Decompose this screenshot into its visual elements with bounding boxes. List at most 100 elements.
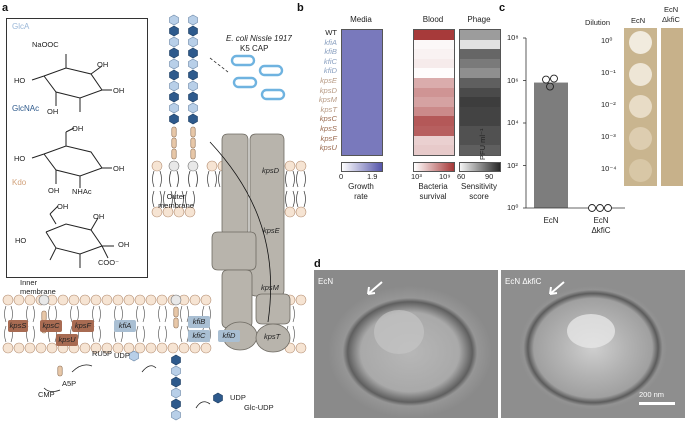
scale-bar xyxy=(639,402,675,405)
em-image-ecn xyxy=(314,270,498,418)
heatmap-cell xyxy=(414,145,454,155)
heatmap-column xyxy=(341,29,383,156)
heatmap-colorbar-tick: 60 xyxy=(457,171,466,181)
heatmap-cell xyxy=(342,49,382,59)
heatmap-cell xyxy=(414,87,454,98)
heatmap-row-label: kfiB xyxy=(324,47,337,57)
glca-label: GlcA xyxy=(12,22,30,31)
heatmap-column-title: Media xyxy=(350,15,372,24)
heatmap-cell xyxy=(460,58,500,69)
plate-ecn-label: EcN xyxy=(631,16,646,25)
pfu-bar-label: EcN xyxy=(593,216,609,225)
heatmap-cell xyxy=(460,97,500,107)
strain-title-line2: K5 CAP xyxy=(240,44,269,53)
heatmap-colorbar xyxy=(341,161,383,172)
chem-oh-3: OH xyxy=(47,107,59,116)
protein-kpsM: kpsM xyxy=(261,283,279,292)
chem-ho-1: HO xyxy=(14,76,26,85)
chem-oh-1: OH xyxy=(97,60,109,69)
protein-kpsC: kpsC xyxy=(40,320,62,332)
heatmap-row-label: kfiA xyxy=(324,37,337,47)
protein-kpsE: kpsE xyxy=(263,226,280,235)
chem-oh-9: OH xyxy=(118,240,130,249)
chem-oh-7: OH xyxy=(57,202,69,211)
chem-oh-5: OH xyxy=(113,164,125,173)
heatmap-column-caption: rate xyxy=(354,191,368,201)
heatmap-cell xyxy=(460,30,500,40)
pfu-point xyxy=(596,204,604,212)
chem-oh-6: OH xyxy=(48,186,60,195)
metabolite-ru5p: RU5P xyxy=(92,349,113,358)
dilution-label: 10⁰ xyxy=(601,36,613,45)
pfu-bar-label: EcN xyxy=(543,216,559,225)
heatmap-cell xyxy=(342,30,382,40)
heatmap-cell xyxy=(460,49,500,59)
heatmap-cell xyxy=(342,87,382,98)
heatmap-cell xyxy=(414,58,454,69)
heatmap-column-caption: Bacteria xyxy=(418,181,448,191)
ecoli-cells-icon xyxy=(230,54,286,101)
metabolite-cmp: CMP xyxy=(38,390,55,399)
heatmap-column-title: Phage xyxy=(467,15,491,24)
dilution-label: 10⁻⁴ xyxy=(601,164,617,173)
em-image-kfic xyxy=(501,270,685,418)
pfu-point xyxy=(604,204,612,212)
protein-kpsS: kpsS xyxy=(8,320,28,332)
protein-kfiD: kfiD xyxy=(218,330,240,342)
pfu-point xyxy=(550,74,558,83)
pfu-y-tick-label: 10⁰ xyxy=(507,203,519,212)
em-arrow-right-icon xyxy=(549,281,565,295)
heatmap-column-title: Blood xyxy=(422,15,444,24)
pfu-bar-label: ΔkfiC xyxy=(591,226,611,235)
pfu-ylabel: PFU ml⁻¹ xyxy=(478,128,487,160)
heatmap-cell xyxy=(414,106,454,117)
pfu-y-tick-label: 10⁸ xyxy=(507,33,519,42)
heatmap-cell xyxy=(460,145,500,155)
membrane-diagram-svg xyxy=(2,14,307,421)
heatmap-column-caption: score xyxy=(469,191,489,201)
metabolite-glc-udp: Glc-UDP xyxy=(244,403,274,412)
panel-label-a: a xyxy=(2,2,9,14)
heatmap-cell xyxy=(460,87,500,98)
heatmap-cell xyxy=(460,77,500,88)
heatmap-row-label: kpsU xyxy=(319,143,337,153)
heatmap-cell xyxy=(414,97,454,107)
heatmap-colorbar-tick: 90 xyxy=(485,171,494,181)
heatmap-column xyxy=(413,29,455,156)
metabolite-a5p: A5P xyxy=(62,379,77,388)
heatmap-cell xyxy=(414,39,454,50)
heatmap-colorbar xyxy=(459,161,501,172)
heatmap-row-label: kfiD xyxy=(323,66,337,76)
sugar-structures-svg xyxy=(31,54,114,268)
heatmap-row-label: kpsS xyxy=(320,124,337,133)
heatmap-colorbar-tick: 0 xyxy=(339,171,344,181)
protein-kpsF: kpsF xyxy=(72,320,94,332)
metabolite-udp-2: UDP xyxy=(230,393,246,402)
heatmap-cell xyxy=(342,97,382,107)
heatmap-colorbar-tick: 10³ xyxy=(411,171,422,181)
heatmap-cell xyxy=(342,77,382,88)
heatmap-colorbar-tick: 10⁹ xyxy=(439,171,451,181)
chem-oh-4: OH xyxy=(72,124,84,133)
strain-title-line1: E. coli Nissle 1917 xyxy=(226,34,292,43)
em-arrow-left-icon xyxy=(367,281,383,295)
heatmap-cell xyxy=(342,106,382,117)
dilution-label: 10⁻¹ xyxy=(601,68,616,77)
plate-ecn xyxy=(624,28,657,186)
heatmap-cell xyxy=(342,68,382,78)
scale-bar-label: 200 nm xyxy=(639,390,665,399)
heatmap-cell xyxy=(460,125,500,136)
pfu-bar xyxy=(534,82,568,208)
heatmap-colorbar xyxy=(413,161,455,172)
heatmap-column-caption: Growth xyxy=(348,181,374,191)
chem-coo: COO⁻ xyxy=(98,258,120,267)
pfu-y-tick-label: 10⁴ xyxy=(507,118,519,127)
pfu-point xyxy=(542,75,550,84)
plate-kfic-label-2: ΔkfiC xyxy=(662,15,680,24)
heatmap-row-label: kpsF xyxy=(320,133,337,143)
pfu-y-tick-label: 10² xyxy=(507,160,518,170)
dilution-title: Dilution xyxy=(585,18,611,27)
heatmap-cell xyxy=(414,49,454,59)
protein-kfiB: kfiB xyxy=(188,316,210,328)
heatmap-cell xyxy=(342,125,382,136)
